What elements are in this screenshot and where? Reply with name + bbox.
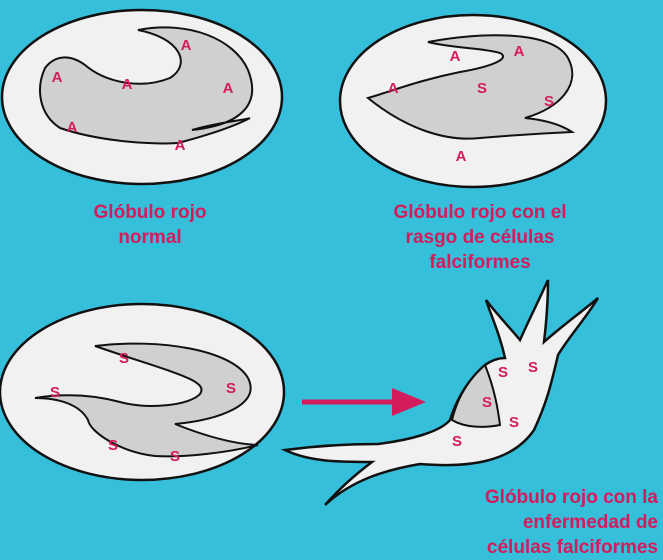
hemoglobin-label: A [181, 37, 192, 54]
caption-line: falciformes [355, 250, 605, 275]
hemoglobin-label: S [477, 80, 487, 97]
trait-red-blood-cell: A A A S S A [340, 15, 606, 187]
hemoglobin-label: S [119, 350, 129, 367]
hemoglobin-label: S [498, 364, 508, 381]
hemoglobin-label: A [456, 148, 467, 165]
hemoglobin-label: S [482, 394, 492, 411]
hemoglobin-label: A [175, 137, 186, 154]
hemoglobin-label: A [450, 48, 461, 65]
hemoglobin-label: A [122, 76, 133, 93]
caption-disease-cell: Glóbulo rojo con la enfermedad de célula… [400, 485, 658, 560]
hemoglobin-label: A [223, 80, 234, 97]
hemoglobin-label: A [514, 43, 525, 60]
cell-membrane [285, 280, 598, 505]
caption-line: normal [55, 225, 245, 250]
hemoglobin-label: A [52, 69, 63, 86]
hemoglobin-label: S [170, 448, 180, 465]
caption-normal-cell: Glóbulo rojo normal [55, 200, 245, 250]
hemoglobin-label: S [108, 437, 118, 454]
hemoglobin-label: S [509, 414, 519, 431]
caption-trait-cell: Glóbulo rojo con el rasgo de células fal… [355, 200, 605, 275]
caption-line: rasgo de células [355, 225, 605, 250]
arrow-right-icon [302, 388, 426, 416]
hemoglobin-label: A [388, 80, 399, 97]
hemoglobin-label: S [50, 384, 60, 401]
hemoglobin-label: S [544, 93, 554, 110]
caption-line: Glóbulo rojo [55, 200, 245, 225]
sickled-red-blood-cell: S S S S S [285, 280, 598, 505]
hemoglobin-label: S [528, 359, 538, 376]
hemoglobin-label: S [452, 433, 462, 450]
caption-line: Glóbulo rojo con la [400, 485, 658, 510]
caption-line: células falciformes [400, 535, 658, 560]
normal-red-blood-cell: A A A A A A [2, 10, 282, 184]
caption-line: Glóbulo rojo con el [355, 200, 605, 225]
caption-line: enfermedad de [400, 510, 658, 535]
disease-red-blood-cell: S S S S S [0, 304, 284, 480]
hemoglobin-label: A [67, 119, 78, 136]
hemoglobin-label: S [226, 380, 236, 397]
